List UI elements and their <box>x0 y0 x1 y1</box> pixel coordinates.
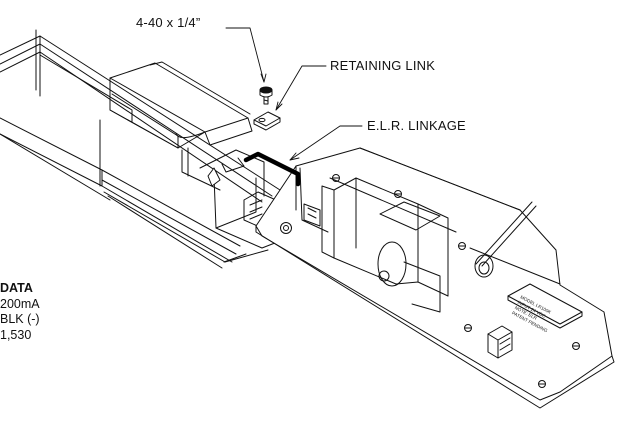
spec-data-block: DATA 200mA BLK (-) 1,530 <box>0 281 40 343</box>
nameplate <box>507 283 583 329</box>
plate-screws <box>280 174 580 388</box>
indicator-wand <box>474 201 537 278</box>
screw-callout-label: 4-40 x 1/4” <box>136 15 201 30</box>
rod-cover-block <box>109 61 253 149</box>
label-pad <box>379 201 441 231</box>
base-plate <box>255 147 615 409</box>
connector-block <box>487 325 513 359</box>
elr-linkage-callout-label: E.L.R. LINKAGE <box>367 118 466 133</box>
extrusion-rail <box>0 29 281 269</box>
retaining-link-callout-label: RETAINING LINK <box>330 58 436 73</box>
leader-lines <box>225 27 363 161</box>
spec-title: DATA <box>0 281 33 295</box>
spec-line-value: 1,530 <box>0 327 32 342</box>
spec-line-current: 200mA <box>0 296 40 311</box>
retaining-link-part <box>253 111 281 131</box>
elr-linkage-part <box>243 151 301 187</box>
solenoid-body <box>303 177 449 313</box>
screw-4-40 <box>259 86 273 105</box>
spec-line-wire: BLK (-) <box>0 312 40 326</box>
